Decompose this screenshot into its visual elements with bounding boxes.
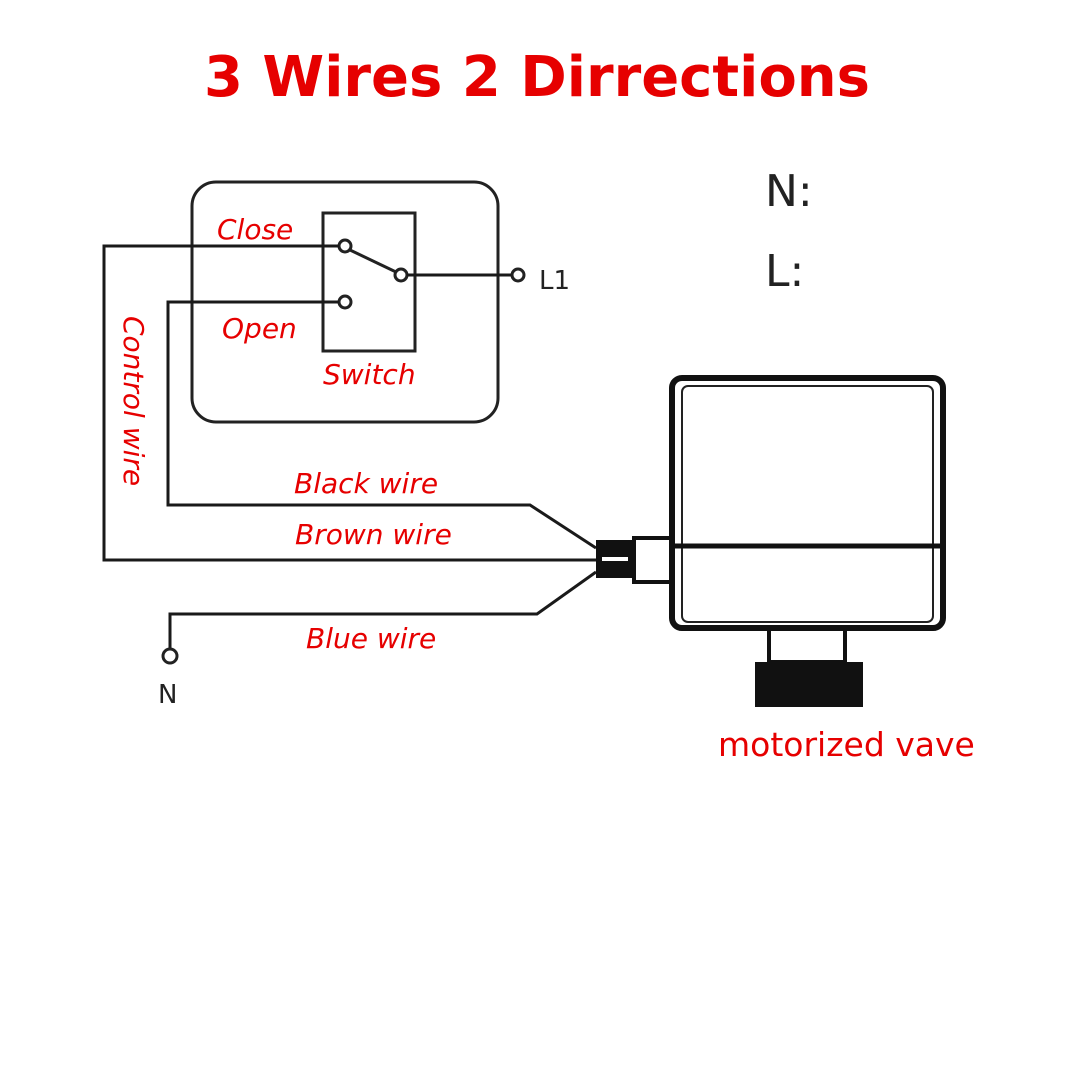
control-wire-label: Control wire bbox=[117, 316, 150, 486]
switch-lever bbox=[349, 248, 397, 274]
valve-base bbox=[755, 662, 863, 707]
diagram-title: 3 Wires 2 Dirrections bbox=[204, 45, 870, 110]
legend-n-label: N: bbox=[765, 166, 813, 217]
close-label: Close bbox=[217, 213, 293, 246]
black-wire-label: Black wire bbox=[294, 467, 438, 500]
switch-label: Switch bbox=[323, 358, 416, 391]
valve-body-outer bbox=[669, 375, 946, 631]
legend-l-label: L: bbox=[765, 246, 804, 297]
blue-wire-path bbox=[168, 570, 597, 649]
valve-body-inner bbox=[681, 385, 934, 623]
open-contact bbox=[337, 294, 353, 310]
switch-box bbox=[321, 211, 417, 353]
valve-neck bbox=[767, 626, 847, 664]
l1-terminal bbox=[510, 267, 526, 283]
black-wire-path bbox=[166, 300, 597, 550]
blue-wire-label: Blue wire bbox=[306, 622, 436, 655]
n-terminal bbox=[161, 647, 179, 665]
l1-label: L1 bbox=[539, 266, 570, 296]
brown-wire-label: Brown wire bbox=[295, 518, 452, 551]
brown-wire-path bbox=[102, 244, 596, 562]
open-label: Open bbox=[222, 312, 297, 345]
valve-label: motorized vave bbox=[718, 725, 975, 764]
n-terminal-label: N bbox=[158, 680, 177, 710]
valve-connector-socket bbox=[632, 536, 674, 584]
common-contact bbox=[393, 267, 409, 283]
close-contact bbox=[337, 238, 353, 254]
